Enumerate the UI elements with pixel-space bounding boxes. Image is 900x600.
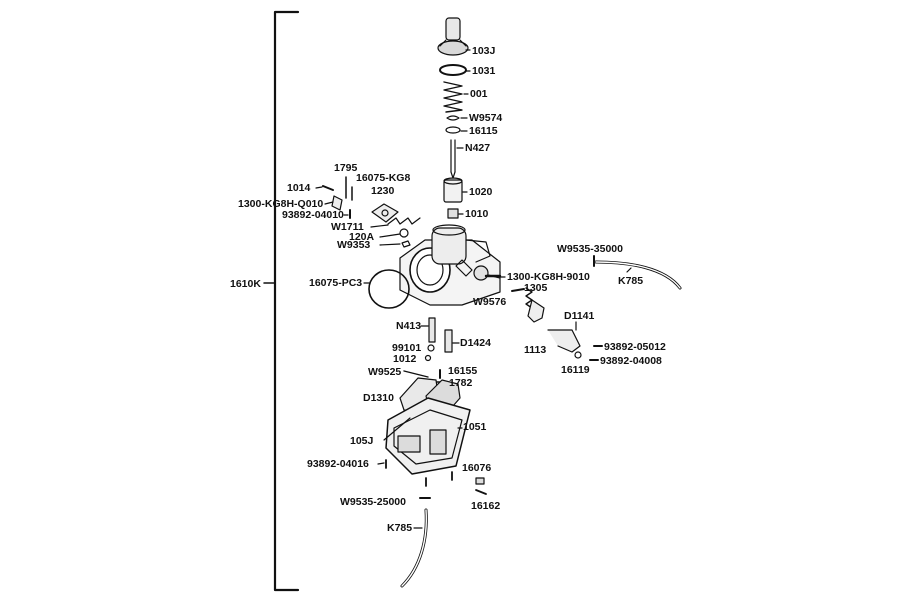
gasket-16075-PC3 [368,269,410,309]
label-93892-04016: 93892-04016 [307,458,369,470]
label-1300-KG8H-9010: 1300-KG8H-9010 [507,271,590,283]
label-105J: 105J [350,435,374,447]
label-99101: 99101 [392,342,422,354]
label-16162: 16162 [471,500,501,512]
washer-W9353 [401,240,411,248]
label-1795: 1795 [334,162,358,174]
label-1782: 1782 [449,377,473,389]
label-1010: 1010 [465,208,489,220]
label-W9353: W9353 [337,239,371,251]
clip-W9574 [446,115,460,121]
label-93892-05012: 93892-05012 [604,341,666,353]
label-16076: 16076 [462,462,492,474]
label-W1711: W1711 [331,221,364,233]
nut-16119 [574,351,582,359]
label-W9535-25000: W9535-25000 [340,496,406,508]
flange-1230 [371,203,399,223]
label-W9535-35000: W9535-35000 [557,243,623,255]
spring-001 [443,81,463,113]
drain-16162 [475,489,487,495]
label-K785-bottom: K785 [387,522,413,534]
label-16115: 16115 [469,125,498,137]
label-1020: 1020 [469,186,493,198]
label-W9574: W9574 [469,112,503,124]
gasket-105J [383,417,411,441]
label-120A: 120A [349,231,375,243]
jet-99101 [427,344,435,352]
screw-1014 [322,185,334,191]
label-D1310: D1310 [363,392,394,404]
needle-N427 [450,139,456,179]
label-N427: N427 [465,142,491,154]
label-16155: 16155 [448,365,478,377]
label-1113: 1113 [524,344,547,356]
screw-N413 [428,317,436,343]
label-1305: 1305 [524,282,548,294]
label-103J: 103J [472,45,496,57]
o-ring-120A [399,228,409,238]
washer-W9576 [511,288,525,292]
label-93892-04008: 93892-04008 [600,355,662,367]
retainer-16115 [445,126,461,134]
label-1031: 1031 [472,65,496,77]
label-W9576: W9576 [473,296,507,308]
label-1051: 1051 [463,421,487,433]
bracket-D1141 [547,329,581,353]
spring-1305 [525,287,533,309]
assembly-label: 1610K [230,278,261,290]
label-K785-top: K785 [618,275,644,287]
label-D1141: D1141 [564,310,595,322]
assembly-bracket [273,10,300,592]
jet-D1424 [444,329,453,353]
pin-W9525 [403,370,429,378]
jet-1010 [447,208,459,219]
jet-1012 [424,354,432,362]
label-D1424: D1424 [460,337,491,349]
label-1012: 1012 [393,353,417,365]
screw-93892-04016 [385,459,453,487]
carburetor-body [399,224,501,306]
drain-16076 [475,477,485,485]
spring-W1711 [387,217,421,225]
label-93892-04010: 93892-04010 [282,209,344,221]
bracket-1300-KG8H-Q010 [331,195,343,211]
label-16119: 16119 [561,364,590,376]
gasket-1031 [439,64,467,76]
label-16075-KG8: 16075-KG8 [356,172,411,184]
slide-1020 [443,177,463,203]
label-N413: N413 [396,320,422,332]
label-1300-KG8H-Q010: 1300-KG8H-Q010 [238,198,324,210]
label-1230: 1230 [371,185,395,197]
cap-103J [437,17,469,56]
label-001: 001 [470,88,488,100]
label-1014: 1014 [287,182,311,194]
lever-1113 [527,299,545,323]
label-16075-PC3: 16075-PC3 [309,277,363,289]
label-W9525: W9525 [368,366,402,378]
float-bowl-1051 [385,397,471,475]
